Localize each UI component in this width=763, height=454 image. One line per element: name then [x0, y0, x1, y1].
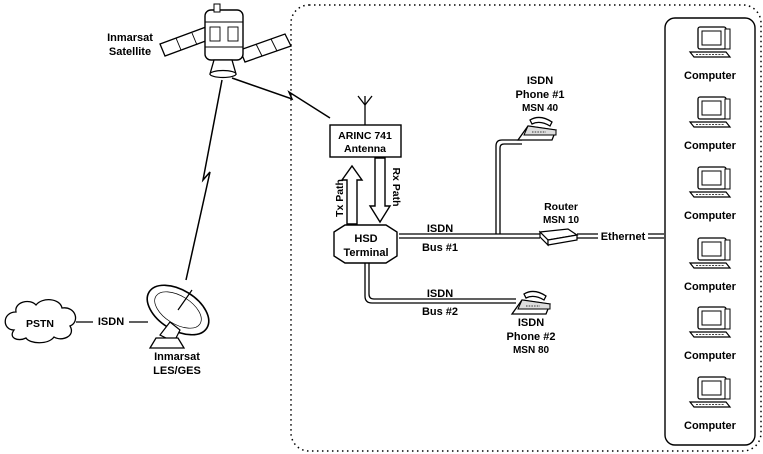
satellite-antenna-link	[232, 78, 330, 118]
phone-1-label-line1: ISDN	[527, 75, 553, 87]
ground-station-dish-icon	[139, 275, 218, 348]
computer-4-label: Computer	[684, 281, 737, 293]
terminal-label-line2: Terminal	[343, 247, 388, 259]
router-icon	[540, 229, 577, 245]
terminal-label-line1: HSD	[354, 233, 377, 245]
computer-6-label: Computer	[684, 420, 737, 432]
rx-path-arrow	[370, 158, 390, 222]
satellite-icon	[160, 4, 291, 78]
phone-2-label-line3: MSN 80	[513, 345, 550, 356]
phone-2-icon	[512, 291, 550, 314]
ethernet-label: Ethernet	[601, 231, 646, 243]
bus-2-label-line2: Bus #2	[422, 306, 458, 318]
bus-1-label-line2: Bus #1	[422, 242, 458, 254]
ground-station-label-line1: Inmarsat	[154, 351, 200, 363]
phone-2-label-line2: Phone #2	[507, 331, 556, 343]
phone-1-icon	[518, 117, 556, 140]
computer-1-label: Computer	[684, 70, 737, 82]
computer-2-label: Computer	[684, 140, 737, 152]
ground-station-label-line2: LES/GES	[153, 365, 201, 377]
phone-1-label-line3: MSN 40	[522, 103, 559, 114]
satellite-ground-link	[186, 80, 222, 280]
satellite-label-line2: Satellite	[109, 46, 151, 58]
rx-path-label: Rx Path	[390, 167, 402, 206]
computer-3-label: Computer	[684, 210, 737, 222]
tx-path-label: Tx Path	[334, 179, 346, 217]
bus-2-label-line1: ISDN	[427, 288, 453, 300]
phone-1-branch	[496, 140, 522, 234]
phone-2-label-line1: ISDN	[518, 317, 544, 329]
computer-5-label: Computer	[684, 350, 737, 362]
bus-1-label-line1: ISDN	[427, 223, 453, 235]
antenna-label-line1: ARINC 741	[338, 130, 392, 142]
antenna-label-line2: Antenna	[344, 143, 386, 155]
router-label-line2: MSN 10	[543, 215, 580, 226]
phone-1-label-line2: Phone #1	[516, 89, 565, 101]
antenna-mast	[358, 96, 372, 126]
satellite-label-line1: Inmarsat	[107, 32, 153, 44]
pstn-label: PSTN	[26, 318, 54, 330]
router-label-line1: Router	[544, 201, 578, 213]
pstn-isdn-label: ISDN	[98, 316, 124, 328]
